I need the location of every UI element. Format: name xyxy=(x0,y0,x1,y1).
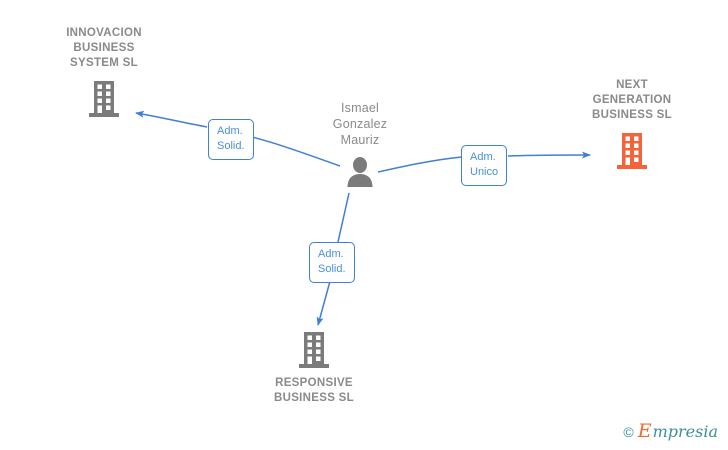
edge-person-to-next xyxy=(377,156,463,173)
edge-label-adm-solid-responsive[interactable]: Adm. Solid. xyxy=(309,242,355,283)
node-label-next-line2: GENERATION xyxy=(592,94,672,106)
node-label-person-line1: Ismael xyxy=(340,101,380,115)
edge-label-line1: Adm. xyxy=(217,125,243,137)
edge-label-adm-solid-innovacion[interactable]: Adm. Solid. xyxy=(208,119,254,160)
node-label-next-line3: BUSINESS SL xyxy=(592,109,672,121)
watermark-brand-initial: E xyxy=(637,420,652,442)
edge-label-line2: Solid. xyxy=(318,263,346,275)
node-label-innovacion-line2: BUSINESS xyxy=(73,42,135,54)
watermark-brand-rest: mpresia xyxy=(652,422,718,441)
person-icon[interactable] xyxy=(292,156,428,188)
building-icon[interactable] xyxy=(24,79,184,119)
node-label-person-line3: Mauriz xyxy=(340,133,380,147)
building-icon[interactable] xyxy=(548,131,716,171)
node-company-next-generation[interactable]: NEXT GENERATION BUSINESS SL xyxy=(548,78,716,171)
node-label-innovacion-line1: INNOVACION xyxy=(66,27,142,39)
edge-person-to-next-head xyxy=(507,151,591,159)
node-company-innovacion[interactable]: INNOVACION BUSINESS SYSTEM SL xyxy=(24,26,184,119)
edge-label-line1: Adm. xyxy=(470,151,496,163)
watermark-empresia: © E mpresia xyxy=(623,422,718,441)
copyright-icon: © xyxy=(623,424,634,440)
building-icon[interactable] xyxy=(244,330,384,370)
node-company-responsive[interactable]: RESPONSIVE BUSINESS SL xyxy=(244,330,384,406)
node-label-next-line1: NEXT xyxy=(616,79,648,91)
edge-person-to-responsive xyxy=(337,192,350,243)
node-label-responsive-line2: BUSINESS SL xyxy=(274,392,354,404)
node-label-person-line2: Gonzalez xyxy=(332,117,388,131)
node-label-innovacion-line3: SYSTEM SL xyxy=(70,57,138,69)
edge-label-line2: Unico xyxy=(470,166,499,178)
edge-label-line1: Adm. xyxy=(318,248,344,260)
node-person-ismael-gonzalez-mauriz[interactable]: Ismael Gonzalez Mauriz xyxy=(292,100,428,188)
edge-person-to-innovacion-head xyxy=(135,110,208,128)
edge-label-line2: Solid. xyxy=(217,140,245,152)
node-label-responsive-line1: RESPONSIVE xyxy=(275,377,353,389)
edge-label-adm-unico-next-generation[interactable]: Adm. Unico xyxy=(461,145,508,186)
